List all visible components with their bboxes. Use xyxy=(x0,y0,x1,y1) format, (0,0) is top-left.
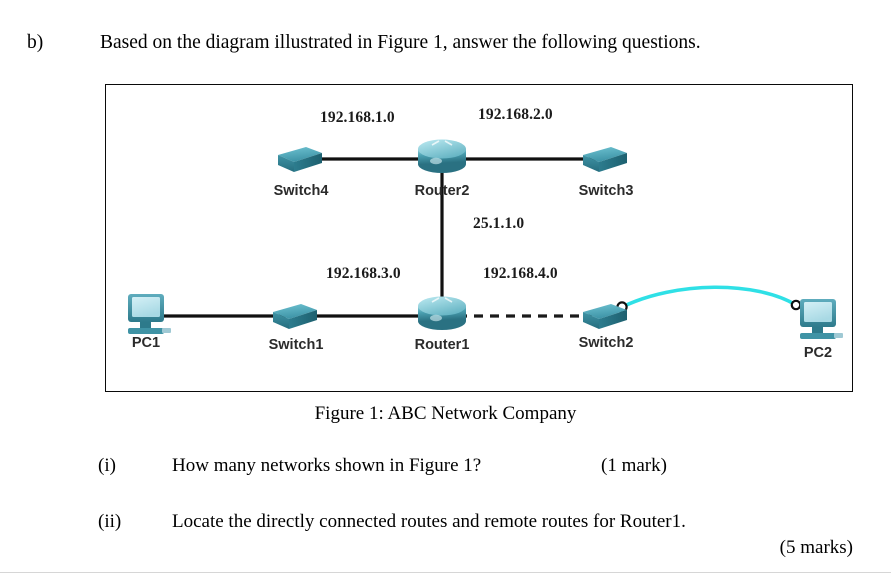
topology-links xyxy=(128,139,843,339)
figure-box: 192.168.1.0 192.168.2.0 25.1.1.0 192.168… xyxy=(105,84,853,392)
topology-canvas: 192.168.1.0 192.168.2.0 25.1.1.0 192.168… xyxy=(106,85,852,391)
subquestion-ii-number: (ii) xyxy=(98,511,122,532)
device-label-router1: Router1 xyxy=(414,337,470,353)
pc2-icon[interactable] xyxy=(800,299,843,339)
page-divider xyxy=(0,572,891,573)
switch4-icon[interactable] xyxy=(278,147,322,172)
pc1-icon[interactable] xyxy=(128,294,171,334)
device-label-pc2: PC2 xyxy=(803,345,833,361)
subquestion-ii-marks-line: (5 marks) xyxy=(0,534,891,562)
device-label-switch4: Switch4 xyxy=(273,183,329,199)
device-label-pc1: PC1 xyxy=(131,335,161,351)
device-label-switch2: Switch2 xyxy=(578,335,634,351)
figure-caption: Figure 1: ABC Network Company xyxy=(314,403,577,424)
subquestion-i-marks: (1 mark) xyxy=(601,455,667,476)
subquestion-ii: (ii) Locate the directly connected route… xyxy=(0,508,891,536)
subquestion-i-number: (i) xyxy=(98,455,116,476)
network-label-192-168-4-0: 192.168.4.0 xyxy=(483,265,558,282)
question-text: Based on the diagram illustrated in Figu… xyxy=(100,32,701,53)
device-label-router2: Router2 xyxy=(414,183,470,199)
subquestion-i-text: How many networks shown in Figure 1? xyxy=(172,455,482,476)
switch3-icon[interactable] xyxy=(583,147,627,172)
question-marker: b) xyxy=(27,32,44,53)
network-label-192-168-3-0: 192.168.3.0 xyxy=(326,265,401,282)
router2-icon[interactable] xyxy=(418,139,466,174)
network-label-192-168-1-0: 192.168.1.0 xyxy=(320,109,395,126)
router1-icon[interactable] xyxy=(418,296,466,331)
device-label-switch3: Switch3 xyxy=(578,183,634,199)
subquestion-ii-text: Locate the directly connected routes and… xyxy=(172,511,686,532)
device-label-switch1: Switch1 xyxy=(268,337,324,353)
subquestion-ii-marks: (5 marks) xyxy=(779,537,853,558)
switch2-icon[interactable] xyxy=(583,304,627,329)
subquestion-i: (i) How many networks shown in Figure 1?… xyxy=(0,452,891,480)
console-connector-pc2 xyxy=(790,299,802,311)
network-label-192-168-2-0: 192.168.2.0 xyxy=(478,106,553,123)
network-label-25-1-1-0: 25.1.1.0 xyxy=(473,215,525,232)
switch1-icon[interactable] xyxy=(273,304,317,329)
question-heading: b) Based on the diagram illustrated in F… xyxy=(0,26,891,60)
link-switch2-pc2 xyxy=(620,285,798,309)
